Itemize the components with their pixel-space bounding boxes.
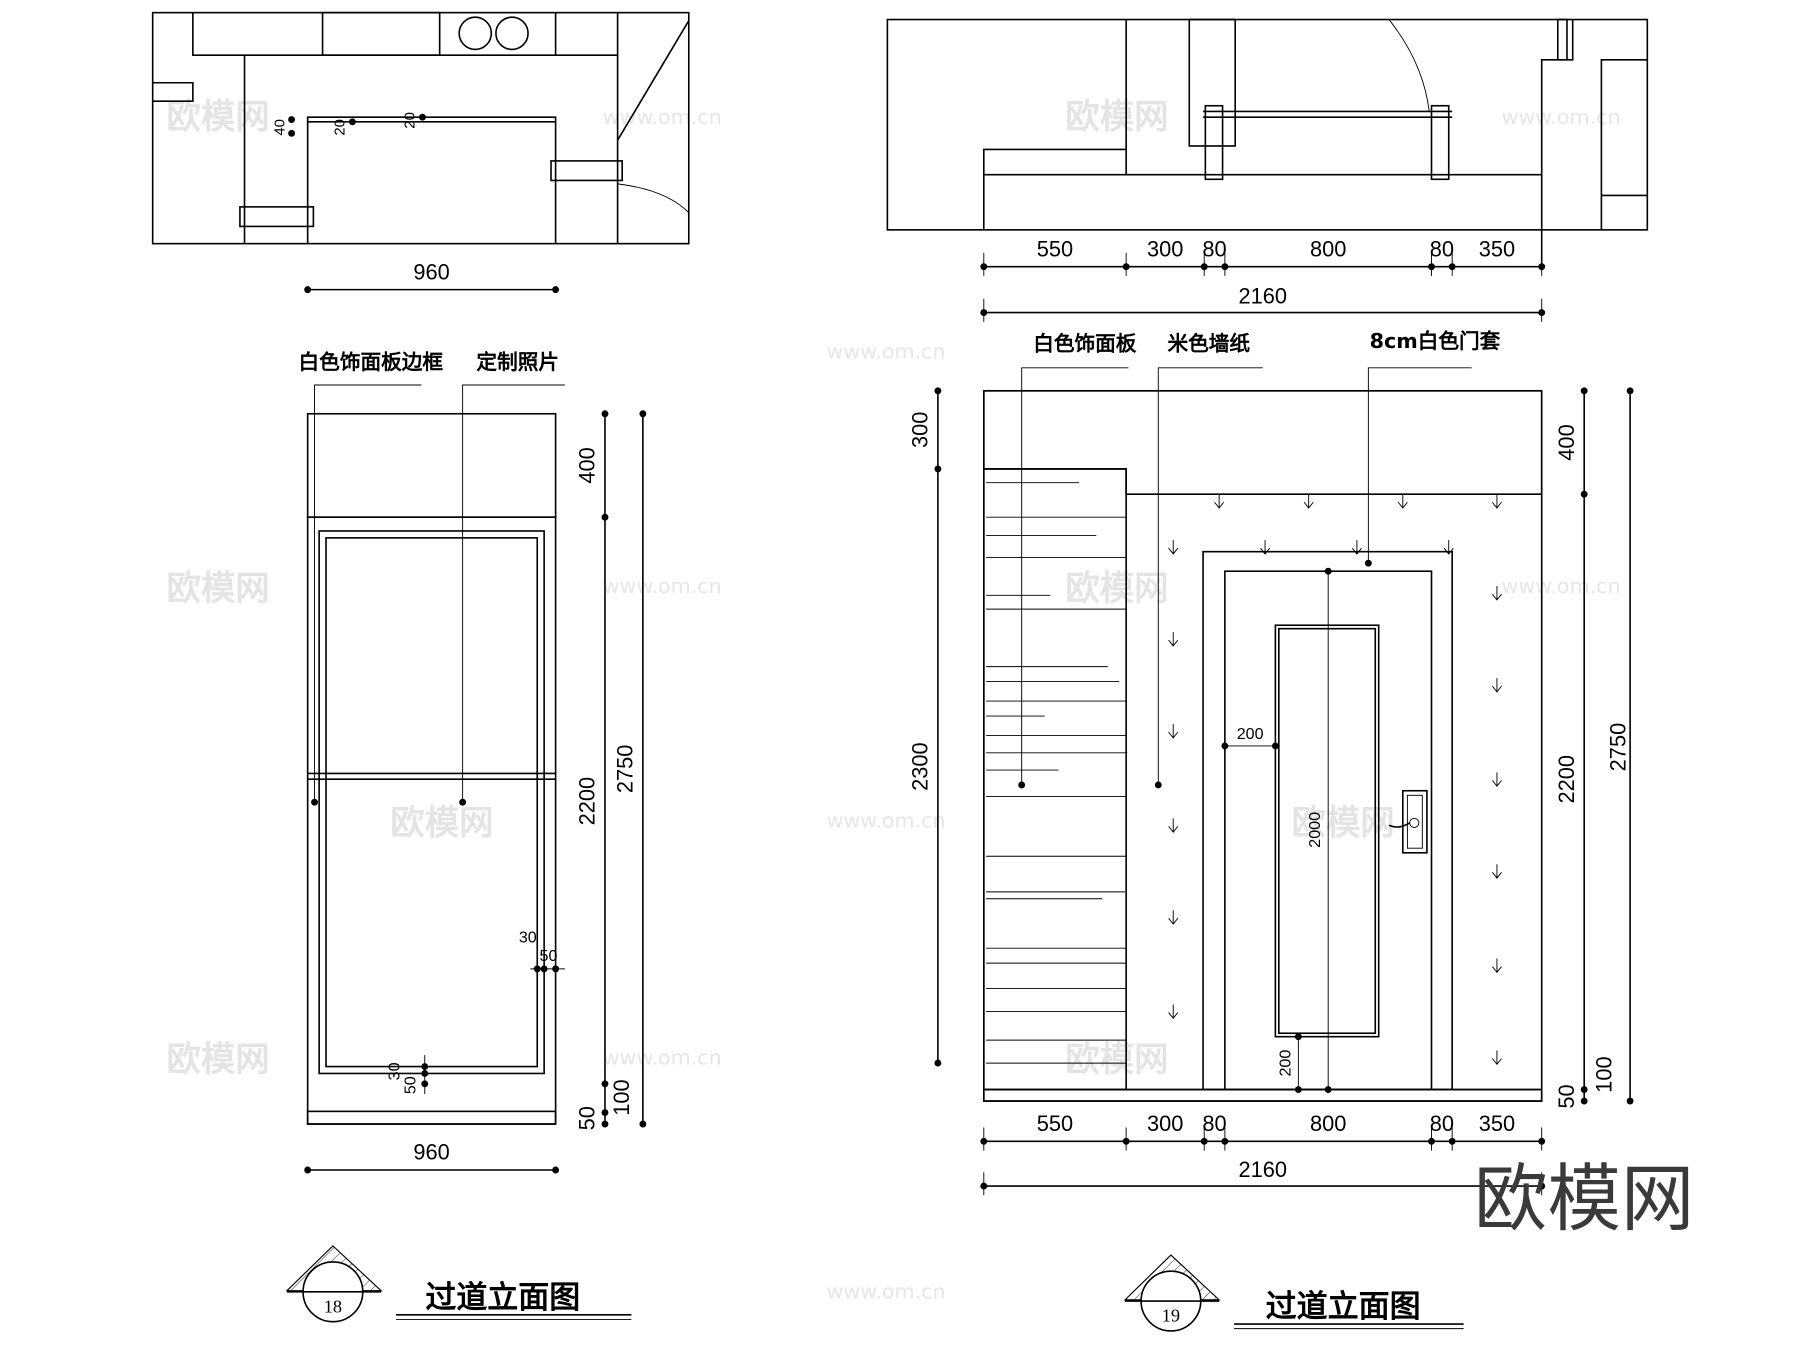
dim-door-side-200: 200 xyxy=(1237,725,1264,743)
dimension-row-top-19: 550 300 80 800 80 350 2160 xyxy=(980,236,1546,322)
wallpaper-arrow-icon xyxy=(1168,724,1179,739)
title-block-19: 19 过道立面图 xyxy=(1123,1254,1464,1332)
drawing-number: 18 xyxy=(324,1297,342,1317)
wallpaper-arrow-icon xyxy=(1168,818,1179,833)
dim-right-400: 400 xyxy=(1554,424,1579,460)
wallpaper-arrow-icon xyxy=(1491,958,1502,974)
label-white-panel: 白色饰面板 xyxy=(1033,332,1137,356)
dim-total-2160: 2160 xyxy=(1239,1157,1288,1182)
watermark-url: www.om.cn xyxy=(603,1045,722,1069)
dim-segment: 350 xyxy=(1479,1111,1515,1136)
label-beige-wallpaper: 米色墙纸 xyxy=(1168,332,1251,356)
dim-segment: 300 xyxy=(1147,236,1183,261)
watermark-url: www.om.cn xyxy=(1502,574,1621,598)
watermark: 欧模网 xyxy=(1065,1040,1168,1080)
dimension-row-bottom-19: 550 300 80 800 80 350 2160 xyxy=(980,1111,1546,1196)
drawing-number: 19 xyxy=(1162,1306,1180,1326)
dim-segment: 80 xyxy=(1202,1111,1226,1136)
dim-segment: 80 xyxy=(1202,236,1226,261)
watermark: 欧模网 xyxy=(1065,98,1168,138)
wallpaper-arrow-icon xyxy=(1214,494,1225,509)
dim-width-960: 960 xyxy=(413,1140,449,1165)
watermark-url: www.om.cn xyxy=(827,340,946,364)
title-block-18: 18 过道立面图 xyxy=(285,1245,632,1323)
dim-frame-30: 30 xyxy=(385,1062,403,1080)
dim-plan-width: 960 xyxy=(413,259,449,284)
brand-watermark-logo: 欧模网 xyxy=(1474,1157,1694,1242)
wallpaper-arrow-icon xyxy=(1491,1050,1502,1066)
wallpaper-arrow-icon xyxy=(1491,494,1502,509)
wallpaper-arrow-icon xyxy=(1351,540,1362,555)
wallpaper-arrow-icon xyxy=(1168,540,1179,555)
dim-frame-50: 50 xyxy=(540,947,558,965)
dim-frame-30: 30 xyxy=(519,928,537,946)
dim-segment: 550 xyxy=(1037,236,1073,261)
dim-100: 100 xyxy=(609,1079,634,1115)
elevation-18: 白色饰面板边框 定制照片 400 2200 100 50 2750 30 50 … xyxy=(299,350,647,1174)
dim-door-height-2000: 2000 xyxy=(1306,812,1324,848)
watermark: 欧模网 xyxy=(166,98,269,138)
watermark-url: www.om.cn xyxy=(603,574,722,598)
wallpaper-arrow-icon xyxy=(1491,864,1502,879)
dim-door-bottom-200: 200 xyxy=(1276,1050,1294,1077)
wallpaper-arrow-icon xyxy=(1168,1004,1179,1020)
wallpaper-arrow-icon xyxy=(1168,910,1179,925)
wallpaper-arrow-icon xyxy=(1303,494,1314,509)
dim-frame-50: 50 xyxy=(402,1076,420,1094)
plan-view-19 xyxy=(886,18,1649,265)
wallpaper-arrow-icon xyxy=(1168,632,1179,647)
watermarks: 欧模网 欧模网 欧模网 欧模网 欧模网 欧模网 欧模网 欧模网 www.om.c… xyxy=(166,98,1620,1304)
wallpaper-arrow-icon xyxy=(1491,586,1502,601)
dim-segment: 800 xyxy=(1310,236,1346,261)
watermark: 欧模网 xyxy=(1065,569,1168,609)
wallpaper-arrow-icon xyxy=(1491,678,1502,693)
dim-plan-20: 20 xyxy=(331,119,348,136)
watermark-url: www.om.cn xyxy=(603,105,722,129)
dim-segment: 350 xyxy=(1479,236,1515,261)
dim-plan-20: 20 xyxy=(401,112,418,129)
dim-segment: 80 xyxy=(1430,236,1454,261)
wallpaper-pattern xyxy=(1168,494,1502,1066)
dim-segment: 80 xyxy=(1430,1111,1454,1136)
dim-total-2750: 2750 xyxy=(613,745,638,794)
wallpaper-arrow-icon xyxy=(1397,494,1408,509)
wallpaper-arrow-icon xyxy=(1491,772,1502,787)
dim-segment: 300 xyxy=(1147,1111,1183,1136)
door-handle-icon xyxy=(1388,789,1428,854)
watermark-url: www.om.cn xyxy=(827,1280,946,1304)
wallpaper-arrow-icon xyxy=(1260,540,1271,555)
label-door-trim: 8cm白色门套 xyxy=(1370,329,1501,353)
dim-plan-40: 40 xyxy=(272,119,289,136)
plan-view-18: 960 40 20 20 xyxy=(151,11,690,294)
dim-2200: 2200 xyxy=(575,777,600,826)
watermark: 欧模网 xyxy=(390,803,493,843)
watermark-url: www.om.cn xyxy=(827,808,946,832)
drawing-title: 过道立面图 xyxy=(425,1280,580,1316)
dim-right-2200: 2200 xyxy=(1554,755,1579,804)
dim-top-400: 400 xyxy=(575,447,600,483)
dim-50: 50 xyxy=(575,1106,600,1130)
watermark: 欧模网 xyxy=(166,569,269,609)
watermark-url: www.om.cn xyxy=(1502,105,1621,129)
dim-right-2750: 2750 xyxy=(1606,723,1631,772)
dim-right-100: 100 xyxy=(1592,1056,1617,1092)
dim-left-2300: 2300 xyxy=(908,742,933,791)
watermark: 欧模网 xyxy=(1291,803,1394,843)
dim-left-300: 300 xyxy=(908,412,933,448)
dim-right-50: 50 xyxy=(1554,1084,1579,1108)
wallpaper-arrow-icon xyxy=(1443,540,1454,555)
dim-segment: 550 xyxy=(1037,1111,1073,1136)
label-custom-photo: 定制照片 xyxy=(476,350,559,374)
drawing-title: 过道立面图 xyxy=(1266,1289,1421,1325)
dim-segment: 800 xyxy=(1310,1111,1346,1136)
dim-total-2160: 2160 xyxy=(1239,283,1288,308)
watermark: 欧模网 xyxy=(166,1040,269,1080)
elevation-19: 白色饰面板 米色墙纸 8cm白色门套 200 2000 200 300 2300… xyxy=(908,329,1634,1109)
label-white-panel-frame: 白色饰面板边框 xyxy=(299,350,444,374)
